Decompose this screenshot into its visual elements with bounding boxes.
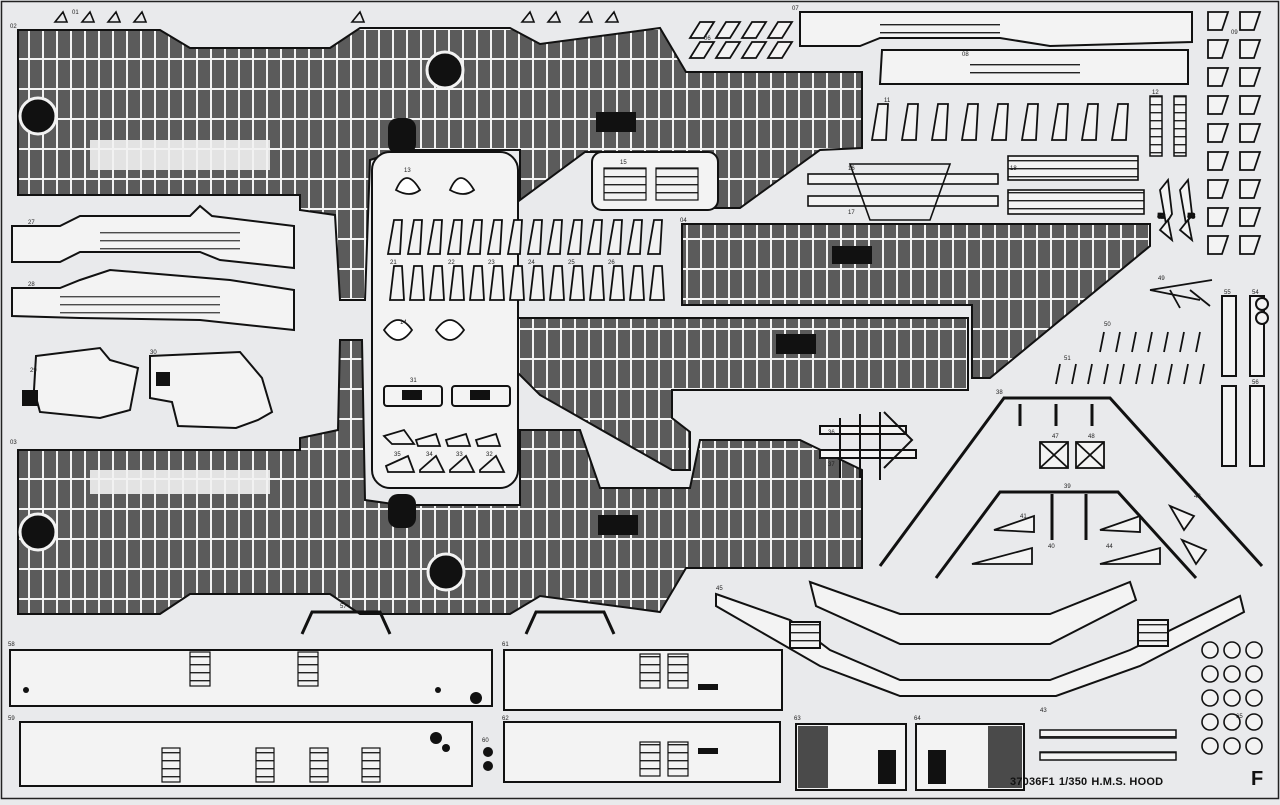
deck-part-04: 04 (680, 218, 1151, 379)
part-label-38: 38 (996, 390, 1003, 396)
part-label-62: 62 (502, 716, 509, 722)
part-label-02: 02 (10, 24, 17, 30)
part-label-47: 47 (1052, 434, 1059, 440)
sheet-letter: F (1251, 768, 1264, 790)
part-label-63: 63 (794, 716, 801, 722)
part-label-44: 44 (1106, 544, 1113, 550)
part-label-53: 53 (1188, 214, 1195, 220)
parts-29-30: 29 30 (22, 346, 274, 430)
part-label-07: 07 (792, 6, 799, 12)
part-label-14: 14 (400, 320, 407, 326)
part-label-61: 61 (502, 642, 509, 648)
model-name: H.M.S. HOOD (1091, 776, 1164, 788)
parts-38-48-frame (878, 396, 1264, 580)
parts-21-26-row (386, 219, 665, 301)
parts-12-ladders: 12 (1149, 90, 1187, 157)
part-label-30: 30 (150, 350, 157, 356)
part-label-60: 60 (482, 738, 489, 744)
strip-holes (23, 684, 718, 771)
strip-hatches (161, 651, 689, 783)
part-label-48: 48 (1088, 434, 1095, 440)
part-label-36: 36 (828, 430, 835, 436)
parts-32-35 (382, 428, 506, 473)
part-label-26: 26 (608, 260, 615, 266)
parts-57 (300, 610, 616, 635)
parts-16-17-18: 16 17 18 (807, 155, 1145, 221)
deck-part-02: 02 (10, 24, 863, 301)
parts-43-45-strips (715, 580, 1246, 697)
part-label-32: 32 (486, 452, 493, 458)
part-label-18: 18 (1010, 166, 1017, 172)
part-label-55: 55 (1224, 290, 1231, 296)
part-label-50: 50 (1104, 322, 1111, 328)
part-label-08: 08 (962, 52, 969, 58)
parts-65: 65 (1039, 641, 1263, 761)
parts-07-08: 07 08 (792, 6, 1193, 85)
part-label-57: 57 (340, 604, 347, 610)
part-label-37: 37 (828, 462, 835, 468)
part-label-33: 33 (456, 452, 463, 458)
parts-58-62-strips (9, 649, 783, 787)
parts-01-top: 01 (53, 10, 620, 23)
part-label-34: 34 (426, 452, 433, 458)
parts-40-48-details (971, 441, 1208, 566)
part-label-49: 49 (1158, 276, 1165, 282)
parts-52-53: 52 53 (1157, 177, 1196, 243)
parts-06: 06 (688, 21, 794, 59)
parts-27-28: 27 28 (11, 204, 295, 332)
part-label-25: 25 (568, 260, 575, 266)
part-label-28: 28 (28, 282, 35, 288)
part-label-23: 23 (488, 260, 495, 266)
part-label-04: 04 (680, 218, 687, 224)
part-label-12: 12 (1152, 90, 1159, 96)
part-label-21: 21 (390, 260, 397, 266)
parts-49-51 (1055, 279, 1213, 385)
part-label-65: 65 (1236, 714, 1243, 720)
part-label-64: 64 (914, 716, 921, 722)
part-label-35: 35 (394, 452, 401, 458)
part-label-24: 24 (528, 260, 535, 266)
product-code: 37036F1 (1010, 776, 1055, 788)
part-label-39: 39 (1064, 484, 1071, 490)
part-label-16: 16 (848, 166, 855, 172)
part-label-42: 42 (1194, 494, 1201, 500)
parts-11-row (870, 103, 1129, 141)
part-label-17: 17 (848, 210, 855, 216)
part-label-09: 09 (1231, 30, 1238, 36)
part-label-40: 40 (1048, 544, 1055, 550)
part-label-13: 13 (404, 168, 411, 174)
parts-63-64: 63 64 (794, 716, 1025, 791)
part-label-43: 43 (1040, 708, 1047, 714)
part-label-29: 29 (30, 368, 37, 374)
parts-36-37: 36 37 (819, 411, 917, 480)
part-label-51: 51 (1064, 356, 1071, 362)
part-label-56: 56 (1252, 380, 1259, 386)
part-label-52: 52 (1158, 214, 1165, 220)
part-label-11: 11 (884, 98, 891, 104)
part-label-01: 01 (72, 10, 79, 16)
part-label-31: 31 (410, 378, 417, 384)
part-label-41: 41 (1020, 514, 1027, 520)
part-label-15: 15 (620, 160, 627, 166)
part-label-54: 54 (1252, 290, 1259, 296)
model-scale: 1/350 (1058, 776, 1088, 788)
part-label-58: 58 (8, 642, 15, 648)
part-label-45: 45 (716, 586, 723, 592)
parts-09-column (1207, 11, 1262, 255)
part-label-27: 27 (28, 220, 35, 226)
part-label-22: 22 (448, 260, 455, 266)
deck-part-05: 05 (488, 311, 969, 471)
part-label-59: 59 (8, 716, 15, 722)
deck-part-03: 03 (10, 339, 863, 615)
part-label-03: 03 (10, 440, 17, 446)
parts-54-56 (1221, 295, 1269, 467)
part-label-06: 06 (704, 36, 711, 42)
